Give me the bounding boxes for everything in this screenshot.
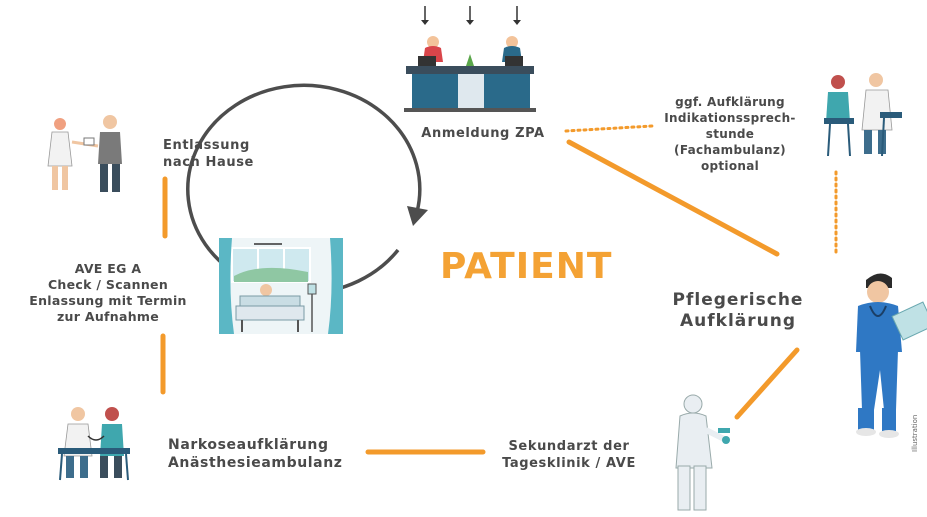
anesthesia-consult-icon	[58, 407, 130, 481]
step-narkoseaufklaerung: Narkoseaufklärung Anästhesieambulanz	[168, 437, 343, 471]
connector-lines	[160, 124, 838, 455]
reception-desk-icon	[404, 6, 536, 112]
connector-anmeldung-pflege	[566, 139, 780, 257]
patient-label: PATIENT	[440, 246, 613, 287]
step-aufklaerung-optional: ggf. Aufklärung Indikationssprech- stund…	[664, 95, 796, 173]
step-ave-eg-a: AVE EG A Check / Scannen Enlassung mit T…	[29, 261, 187, 324]
surgeon-icon	[675, 394, 730, 511]
step-pflegerische-aufklaerung: Pflegerische Aufklärung	[672, 290, 804, 331]
connector-dotted-optional	[564, 124, 654, 133]
hospital-bed-icon	[219, 238, 343, 334]
side-credit-mark: Illustration	[911, 414, 919, 452]
discharge-icon	[47, 115, 122, 192]
step-anmeldung-zpa: Anmeldung ZPA	[421, 126, 545, 141]
consultation-icon	[824, 73, 902, 157]
step-sekundarzt: Sekundarzt der Tagesklinik / AVE	[502, 439, 636, 471]
step-entlassung: Entlassung nach Hause	[163, 138, 254, 170]
connector-pflege-sekundarzt	[734, 347, 800, 420]
nurse-icon	[856, 273, 927, 438]
